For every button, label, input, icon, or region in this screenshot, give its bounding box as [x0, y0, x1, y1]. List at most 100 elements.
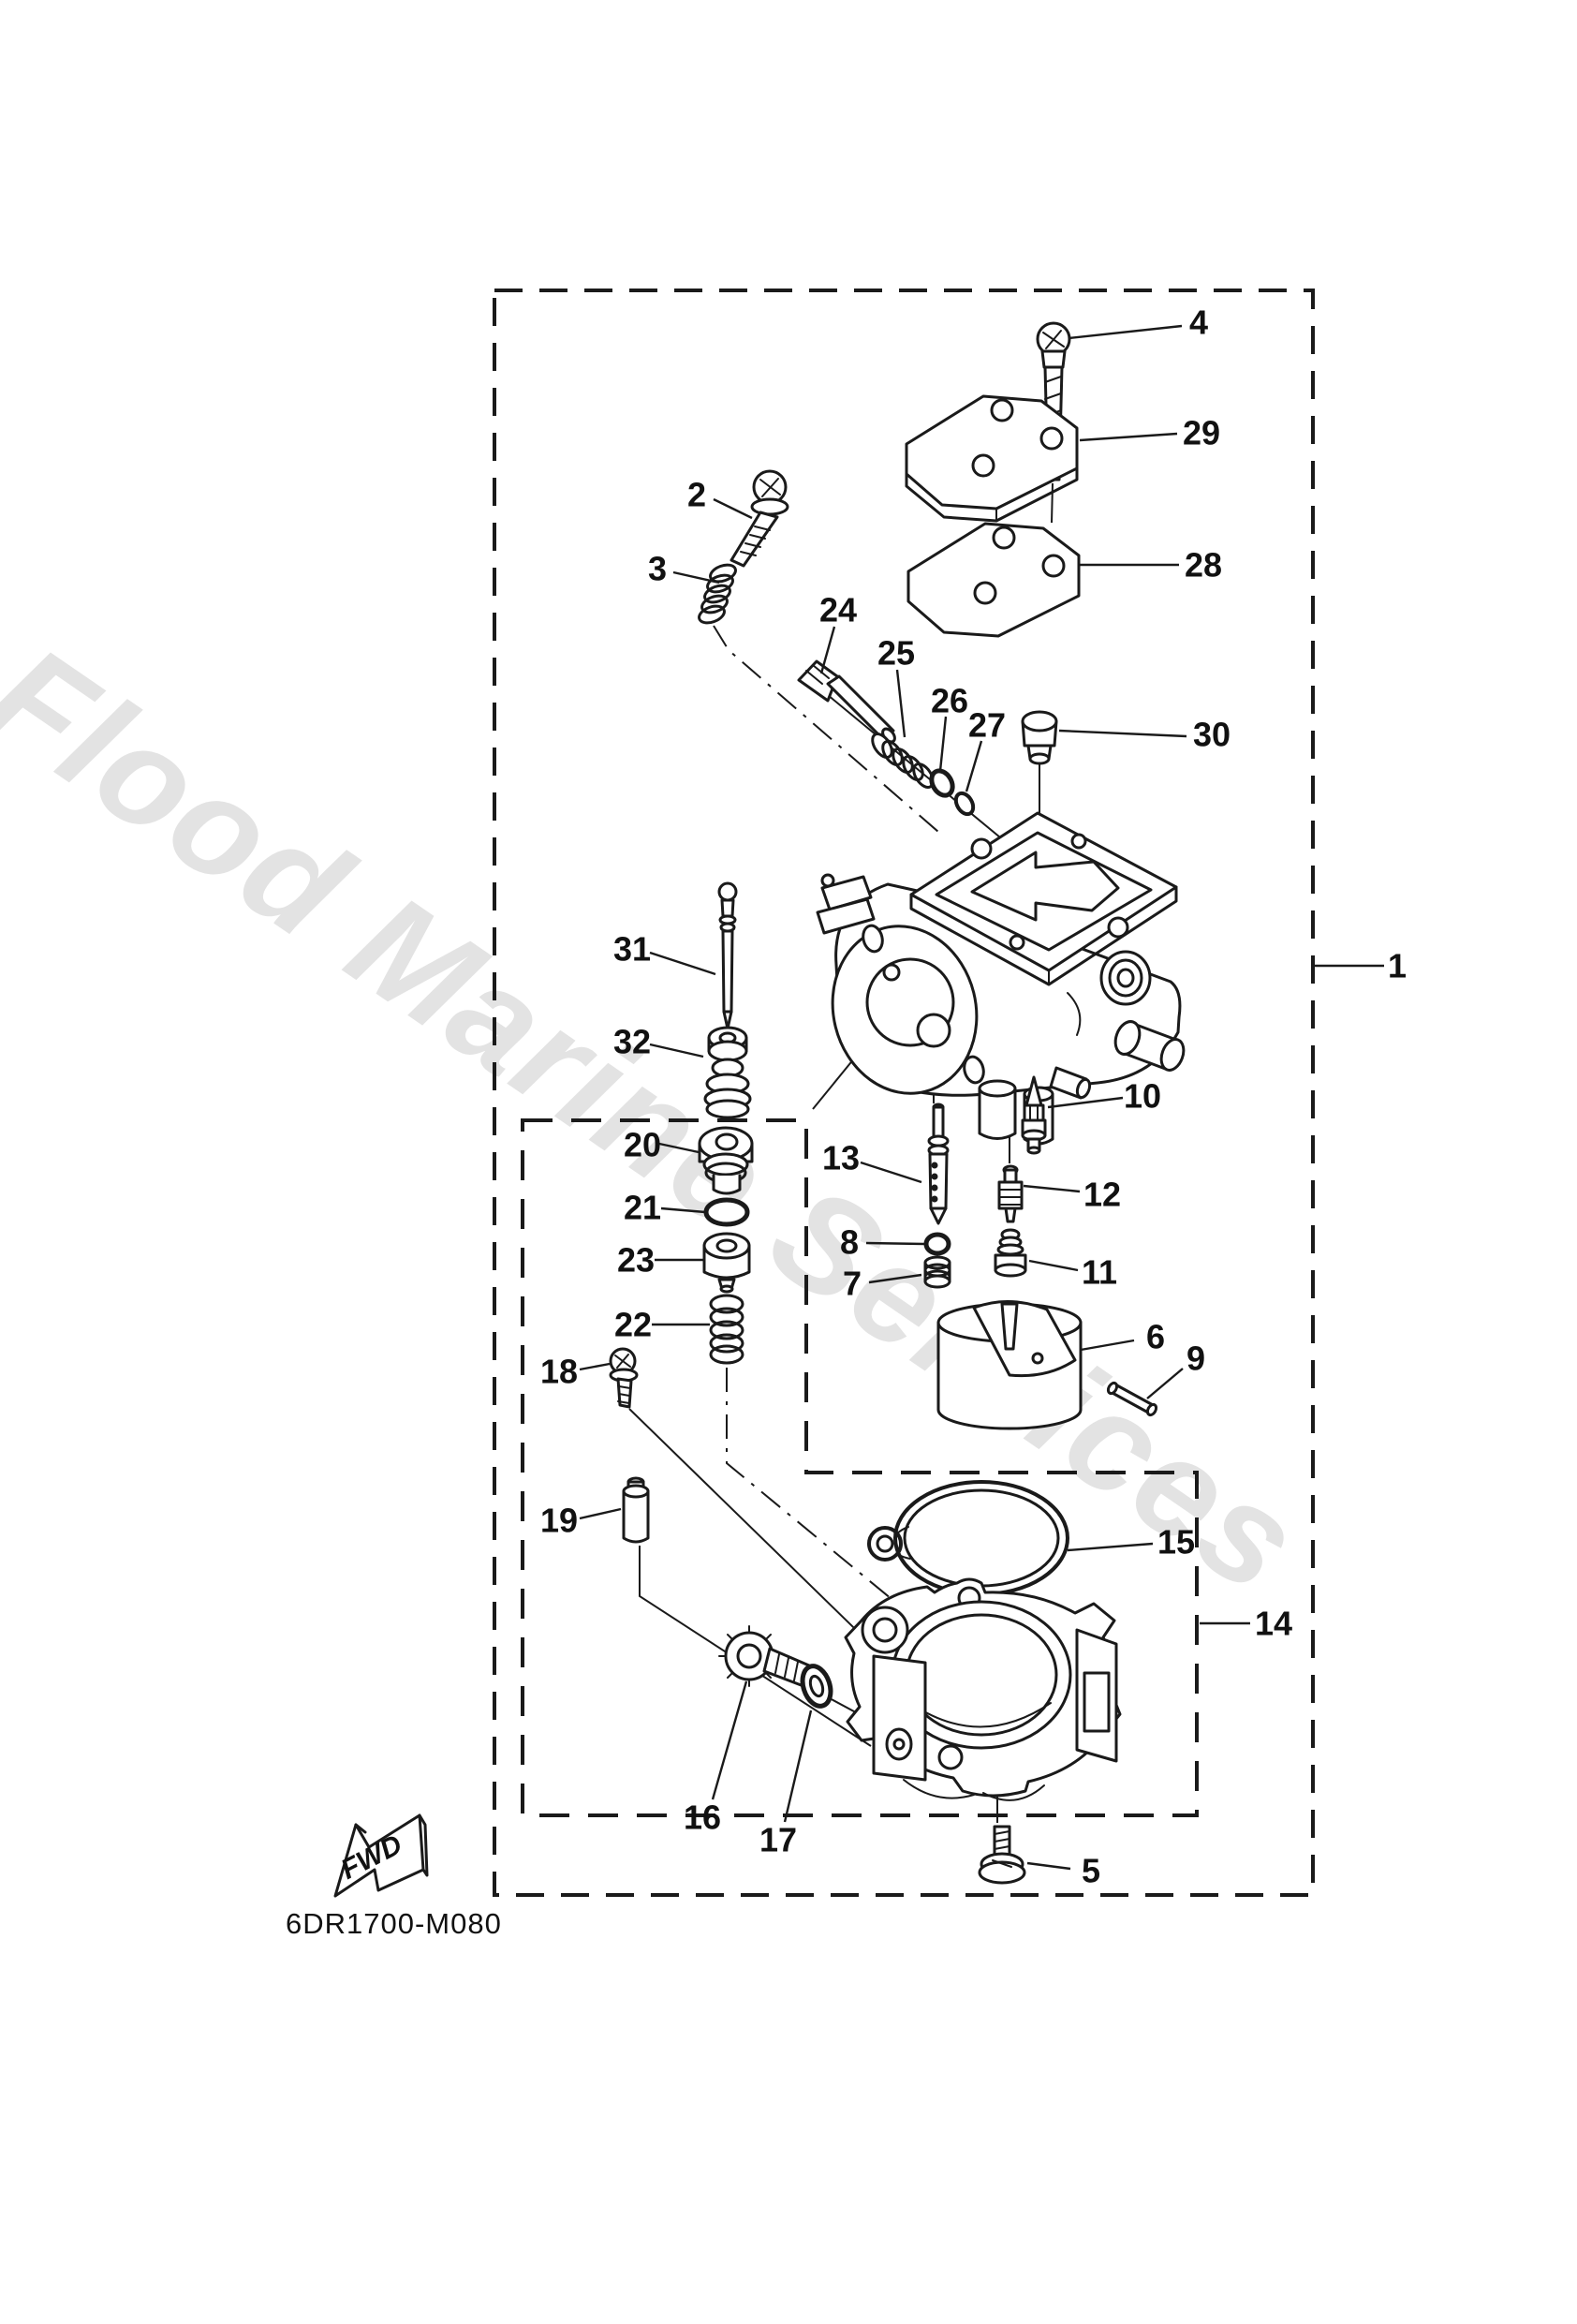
callout-21: 21: [624, 1189, 661, 1227]
leader-line-10: [1047, 1096, 1124, 1109]
part-23-plunger-icon: [702, 1232, 751, 1294]
leader-line-30: [1058, 729, 1187, 738]
callout-27: 27: [968, 706, 1006, 745]
part-6-float-icon: [936, 1300, 1083, 1430]
callout-20: 20: [624, 1126, 661, 1164]
part-5-screw-icon: [978, 1825, 1026, 1885]
leader-line-24: [819, 626, 836, 674]
callout-31: 31: [613, 930, 651, 969]
sub-assembly-box: [521, 1118, 1199, 1817]
callout-11: 11: [1082, 1253, 1117, 1292]
callout-17: 17: [759, 1821, 797, 1859]
leader-line-31: [649, 951, 716, 976]
leader-line-20: [658, 1142, 700, 1154]
part-30-plug-icon: [1021, 710, 1058, 765]
leader-line-2: [713, 497, 753, 520]
part-18-screw-icon: [609, 1347, 639, 1409]
part-3-spring-icon: [698, 563, 737, 625]
callout-9: 9: [1186, 1340, 1205, 1378]
part-7-plug-icon: [923, 1255, 951, 1289]
part-25-spring-icon: [871, 733, 935, 789]
artwork: FWD: [333, 321, 1186, 1898]
part-15-gasket-icon: [867, 1480, 1069, 1596]
part-22-spring-icon: [709, 1294, 744, 1365]
callout-25: 25: [877, 634, 915, 673]
part-21-oring-icon: [703, 1197, 750, 1227]
part-24-screw-icon: [797, 659, 896, 744]
callout-16: 16: [684, 1799, 721, 1837]
leader-line-16: [711, 1680, 748, 1800]
dashed-frames: [493, 289, 1315, 1897]
part-10-needle-valve-icon: [1021, 1075, 1047, 1155]
part-20-cap-icon: [698, 1126, 754, 1195]
part-26-oring-icon: [929, 768, 955, 798]
part-11-jet-holder-icon: [994, 1228, 1027, 1278]
leader-line-26: [938, 716, 948, 772]
leader-line-6: [1080, 1339, 1135, 1352]
callout-2: 2: [687, 476, 706, 514]
callout-19: 19: [540, 1502, 578, 1540]
leader-line-18: [579, 1362, 611, 1371]
leader-line-9: [1146, 1368, 1184, 1399]
part-28-plate-icon: [906, 522, 1081, 638]
leader-line-12: [1023, 1184, 1081, 1193]
part-13-nozzle-icon: [927, 1103, 950, 1225]
part-16-bolt-icon: [718, 1625, 811, 1688]
part-14-float-chamber-icon: [844, 1577, 1122, 1801]
carburetor-body-icon: [816, 811, 1186, 1146]
part-8-oring-icon: [923, 1232, 951, 1256]
callout-7: 7: [843, 1265, 862, 1303]
construction-line-9: [639, 1546, 872, 1747]
leader-line-21: [660, 1206, 706, 1214]
callout-1: 1: [1388, 947, 1407, 985]
fwd-arrow-icon: FWD: [333, 1813, 429, 1898]
outer-assembly-box: [493, 289, 1315, 1897]
callout-32: 32: [613, 1023, 651, 1061]
part-2-screw-icon: [730, 469, 789, 568]
leader-line-5: [1026, 1861, 1071, 1871]
leader-line-15: [1067, 1542, 1154, 1552]
construction-line-0: [1051, 482, 1054, 524]
leader-line-25: [895, 669, 906, 738]
callout-6: 6: [1146, 1318, 1165, 1356]
part-31-needle-icon: [717, 881, 738, 1030]
construction-line-10: [726, 1368, 930, 1631]
callout-3: 3: [648, 550, 667, 588]
part-9-pin-icon: [1106, 1381, 1158, 1417]
leader-line-17: [783, 1710, 813, 1823]
callout-8: 8: [840, 1223, 859, 1262]
leader-line-29: [1079, 432, 1178, 442]
leader-line-3: [672, 570, 720, 585]
part-12-jet-icon: [997, 1164, 1024, 1223]
drawing-code: 6DR1700-M080: [286, 1907, 502, 1940]
callout-28: 28: [1185, 546, 1222, 585]
callout-26: 26: [931, 682, 968, 720]
leader-line-19: [579, 1507, 622, 1520]
callout-30: 30: [1193, 716, 1231, 754]
part-27-ring-icon: [953, 791, 976, 817]
callout-4: 4: [1189, 303, 1208, 342]
part-32-spring-set-icon: [703, 1026, 752, 1119]
callout-12: 12: [1083, 1176, 1121, 1214]
leader-line-11: [1028, 1259, 1079, 1272]
leader-line-32: [649, 1043, 704, 1058]
callout-23: 23: [617, 1241, 655, 1280]
leader-line-8: [865, 1241, 925, 1246]
callout-24: 24: [819, 591, 857, 629]
leader-line-27: [965, 740, 983, 792]
callout-13: 13: [822, 1139, 860, 1177]
construction-line-1: [713, 625, 939, 833]
callout-5: 5: [1082, 1852, 1100, 1890]
part-17-washer-icon: [800, 1664, 833, 1709]
leader-line-13: [860, 1161, 922, 1184]
callout-22: 22: [614, 1306, 652, 1344]
callout-18: 18: [540, 1353, 578, 1391]
part-29-plate-icon: [905, 394, 1079, 523]
leader-line-7: [868, 1273, 922, 1284]
callout-14: 14: [1255, 1605, 1292, 1643]
part-callouts: 1234567891011121314151617181920212223242…: [540, 303, 1407, 1890]
part-19-pin-icon: [622, 1476, 650, 1544]
callout-15: 15: [1157, 1523, 1195, 1562]
